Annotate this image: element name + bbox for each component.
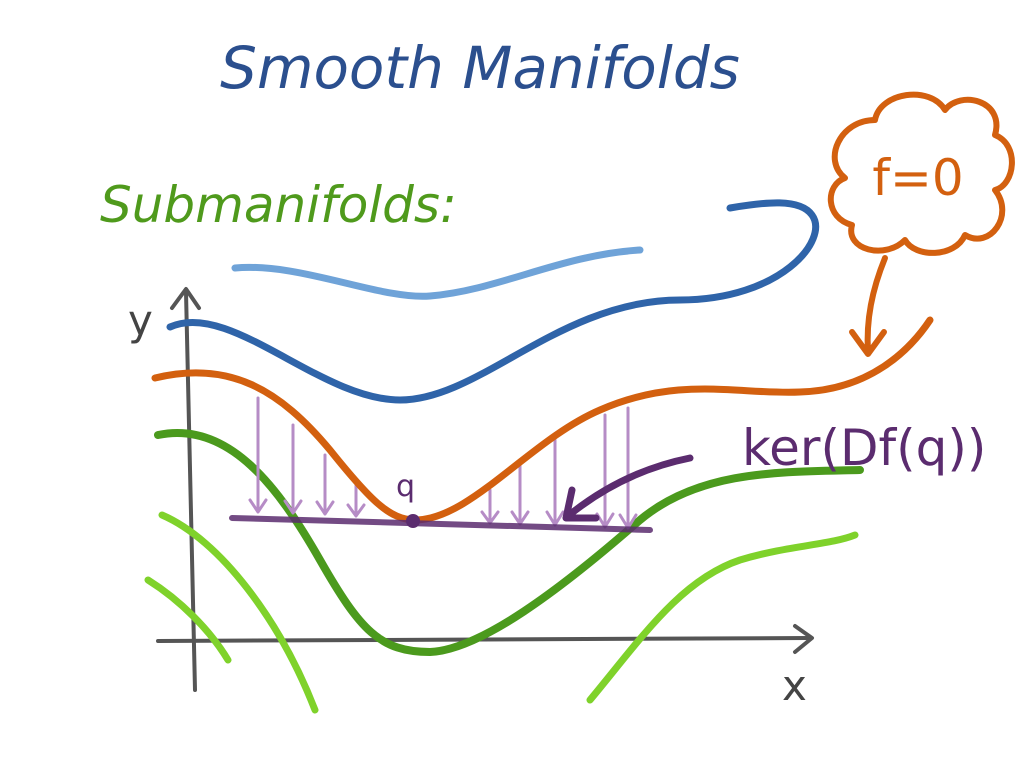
down-arrow-icon [248, 396, 268, 514]
down-arrow-icon [595, 413, 615, 529]
cloud-arrow-icon [849, 255, 888, 357]
dark-green-curve [154, 429, 864, 656]
light-green-curve-left [158, 511, 319, 714]
tangent-line-kernel [229, 515, 653, 533]
x-axis-arrow-icon [793, 624, 814, 654]
x-axis-label: x [782, 661, 807, 710]
point-q-label: q [396, 469, 415, 504]
down-arrow-icon [346, 483, 366, 518]
blue-curve [166, 199, 820, 404]
y-axis-label: y [128, 296, 153, 345]
down-arrow-icon [510, 460, 530, 526]
light-green-curve-small [144, 576, 232, 664]
light-green-curve-right [586, 531, 859, 704]
x-axis [156, 636, 812, 643]
kernel-arrow-icon [562, 454, 694, 522]
point-q [406, 514, 420, 528]
subtitle: Submanifolds: [100, 176, 457, 234]
title: Smooth Manifolds [220, 34, 740, 102]
thought-cloud [827, 91, 1015, 256]
down-arrow-icon [283, 423, 303, 515]
y-axis-arrow-icon [170, 287, 201, 310]
kernel-label: ker(Df(q)) [742, 419, 986, 477]
down-arrow-icon [618, 406, 638, 530]
cloud-label: f=0 [872, 149, 963, 207]
orange-curve-f-zero [151, 316, 934, 524]
light-blue-curve [231, 246, 644, 300]
down-arrow-icon [315, 453, 335, 516]
down-arrow-icon [545, 438, 565, 527]
down-arrow-icon [480, 488, 500, 525]
y-axis [184, 290, 197, 692]
